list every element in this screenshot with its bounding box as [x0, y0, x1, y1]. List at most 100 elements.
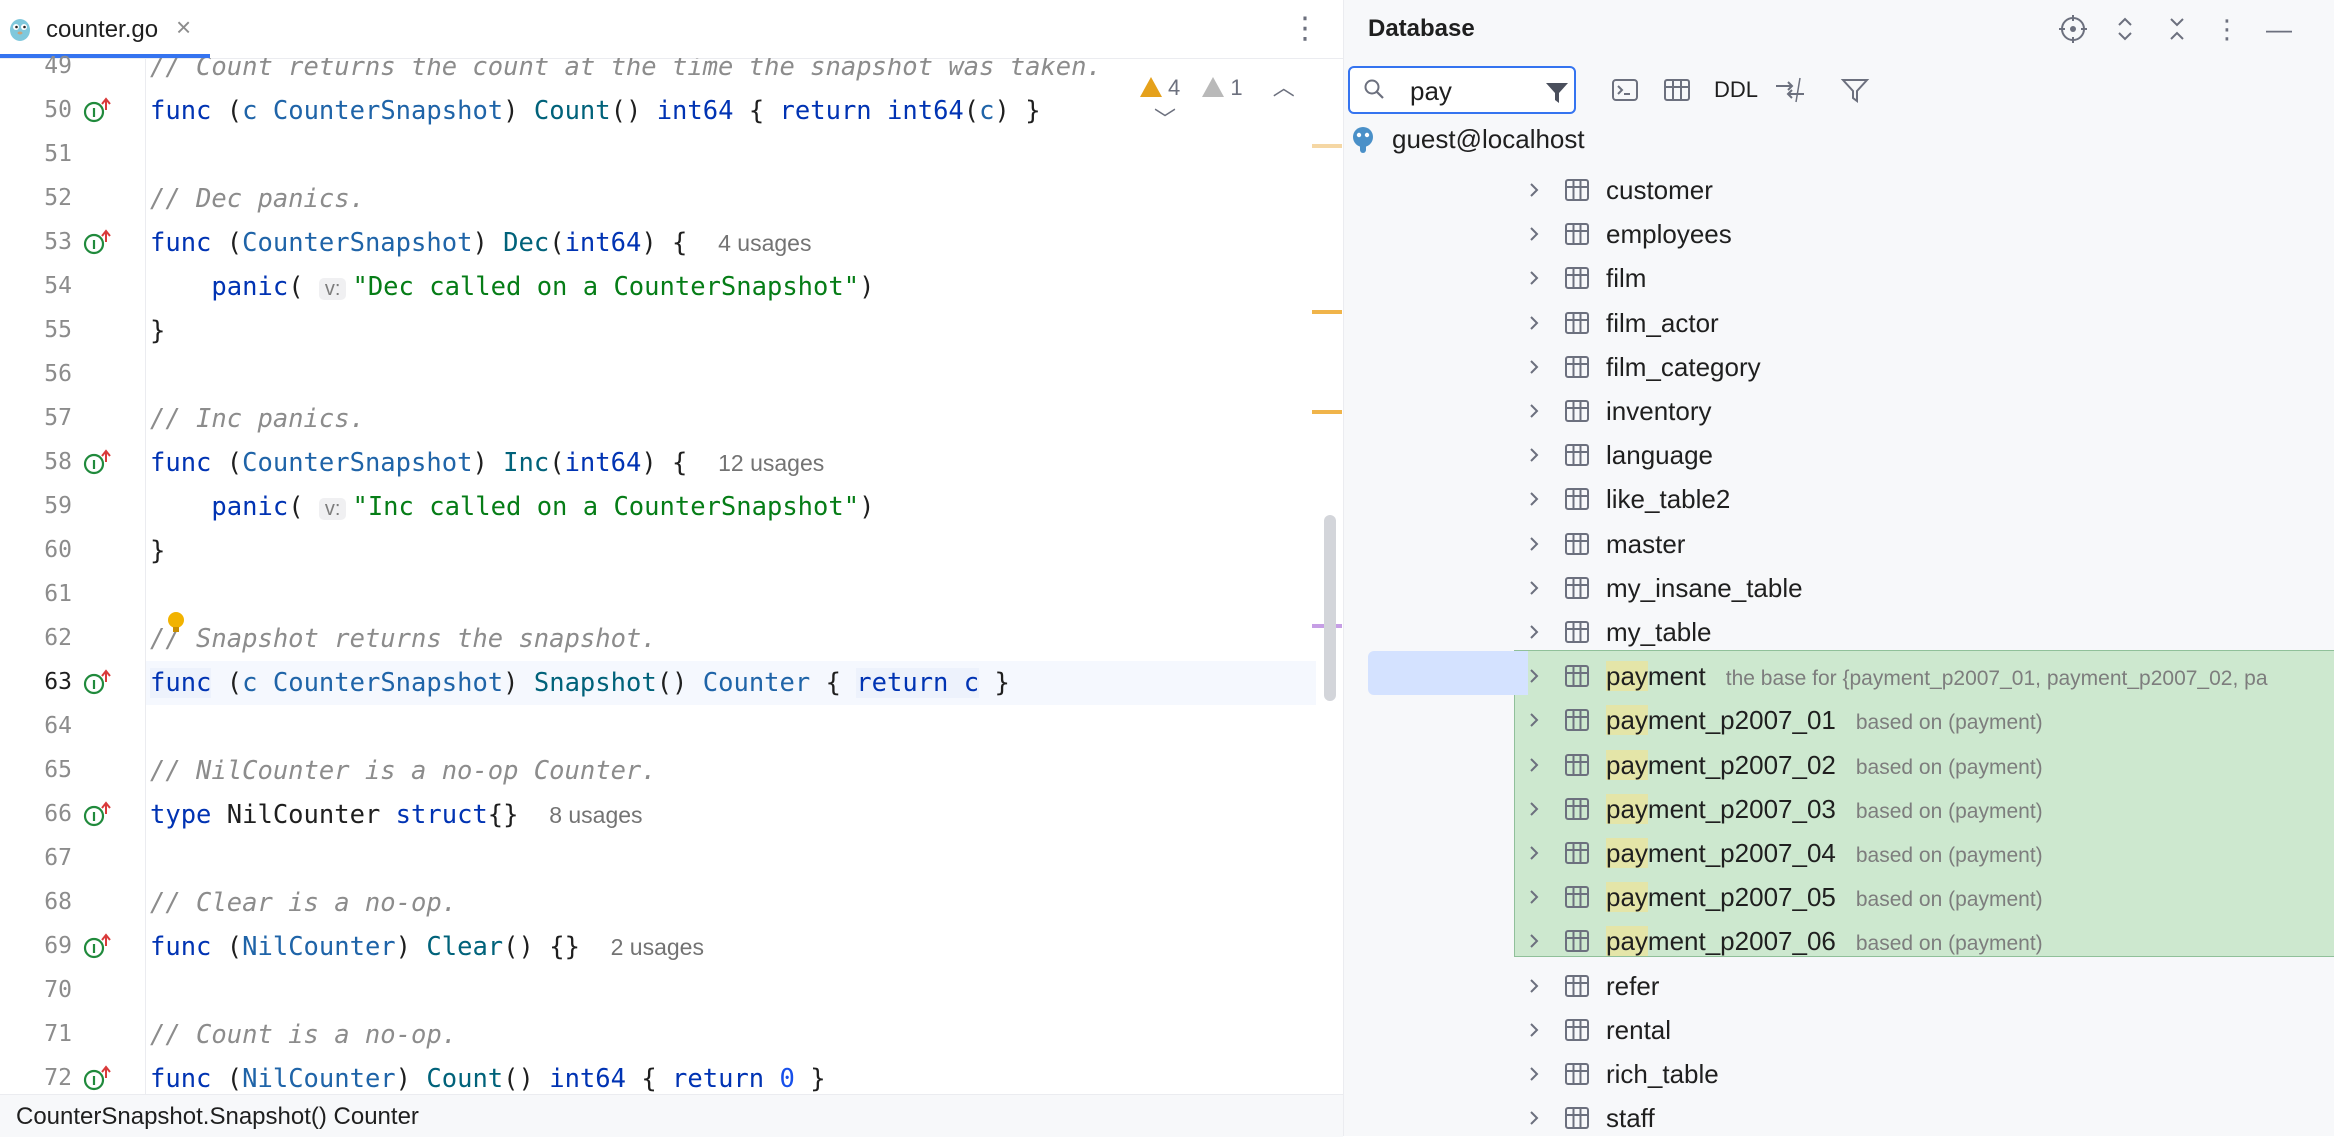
- code-line[interactable]: // Snapshot returns the snapshot.: [150, 617, 657, 661]
- line-number[interactable]: 53: [44, 229, 72, 255]
- tree-item-film[interactable]: film: [1344, 256, 2334, 300]
- line-number[interactable]: 72: [44, 1065, 72, 1091]
- tab-counter-go[interactable]: counter.go ×: [0, 0, 210, 58]
- tree-item-customer[interactable]: customer: [1344, 168, 2334, 212]
- line-number[interactable]: 68: [44, 889, 72, 915]
- chevron-right-icon[interactable]: [1524, 266, 1544, 290]
- line-number[interactable]: 55: [44, 317, 72, 343]
- filter-icon[interactable]: [1838, 74, 1872, 106]
- scroll-marker[interactable]: [1312, 310, 1342, 314]
- code-line[interactable]: panic( v:"Dec called on a CounterSnapsho…: [150, 265, 874, 309]
- usages-hint[interactable]: 4 usages: [718, 230, 812, 256]
- chevron-right-icon[interactable]: [1524, 1062, 1544, 1086]
- tree-item-rich-table[interactable]: rich_table: [1344, 1052, 2334, 1096]
- code-line[interactable]: // Dec panics.: [150, 177, 365, 221]
- code-line[interactable]: func (NilCounter) Clear() {} 2 usages: [150, 925, 704, 969]
- line-number[interactable]: 49: [44, 53, 72, 79]
- chevron-right-icon[interactable]: [1524, 311, 1544, 335]
- implements-interface-icon[interactable]: [82, 228, 114, 258]
- line-number[interactable]: 66: [44, 801, 72, 827]
- ddl-button[interactable]: DDL: [1713, 77, 1758, 102]
- table-data-icon[interactable]: [1660, 74, 1694, 106]
- minimize-icon[interactable]: —: [2266, 14, 2292, 44]
- chevron-right-icon[interactable]: [1524, 974, 1544, 998]
- close-tab-icon[interactable]: ×: [176, 12, 192, 42]
- scroll-marker[interactable]: [1312, 410, 1342, 414]
- code-line[interactable]: panic( v:"Inc called on a CounterSnapsho…: [150, 485, 874, 529]
- implements-interface-icon[interactable]: [82, 448, 114, 478]
- code-line[interactable]: // Count is a no-op.: [150, 1013, 457, 1057]
- locate-icon[interactable]: [2056, 12, 2090, 46]
- compare-icon[interactable]: [1772, 74, 1808, 106]
- chevron-right-icon[interactable]: [1524, 797, 1544, 821]
- chevron-right-icon[interactable]: [1524, 222, 1544, 246]
- line-number[interactable]: 57: [44, 405, 72, 431]
- search-input[interactable]: [1410, 76, 1530, 106]
- usages-hint[interactable]: 8 usages: [549, 802, 643, 828]
- intention-bulb-icon[interactable]: [166, 611, 186, 635]
- tree-item-inventory[interactable]: inventory: [1344, 389, 2334, 433]
- chevron-right-icon[interactable]: [1524, 532, 1544, 556]
- line-number[interactable]: 64: [44, 713, 72, 739]
- chevron-right-icon[interactable]: [1524, 929, 1544, 953]
- tree-item-film-category[interactable]: film_category: [1344, 345, 2334, 389]
- code-line[interactable]: func (CounterSnapshot) Dec(int64) { 4 us…: [150, 221, 811, 265]
- collapse-all-icon[interactable]: [2160, 12, 2194, 46]
- code-line[interactable]: func (NilCounter) Count() int64 { return…: [150, 1057, 826, 1094]
- code-area[interactable]: // Count returns the count at the time t…: [146, 58, 1316, 1094]
- line-number[interactable]: 60: [44, 537, 72, 563]
- chevron-right-icon[interactable]: [1524, 620, 1544, 644]
- usages-hint[interactable]: 2 usages: [610, 934, 704, 960]
- chevron-right-icon[interactable]: [1524, 753, 1544, 777]
- line-number[interactable]: 63: [44, 669, 72, 695]
- chevron-right-icon[interactable]: [1524, 399, 1544, 423]
- tree-item-rental[interactable]: rental: [1344, 1008, 2334, 1052]
- code-line[interactable]: // Count returns the count at the time t…: [150, 58, 1102, 89]
- more-options-icon[interactable]: ⋮: [2214, 14, 2240, 44]
- code-line[interactable]: }: [150, 529, 165, 573]
- chevron-right-icon[interactable]: [1524, 1018, 1544, 1042]
- jump-to-console-icon[interactable]: [1608, 74, 1642, 106]
- tree-item-staff[interactable]: staff: [1344, 1096, 2334, 1136]
- code-line[interactable]: type NilCounter struct{} 8 usages: [150, 793, 643, 837]
- code-line[interactable]: // Clear is a no-op.: [150, 881, 457, 925]
- line-number[interactable]: 70: [44, 977, 72, 1003]
- line-number[interactable]: 51: [44, 141, 72, 167]
- chevron-right-icon[interactable]: [1524, 355, 1544, 379]
- chevron-right-icon[interactable]: [1524, 576, 1544, 600]
- line-number[interactable]: 62: [44, 625, 72, 651]
- expand-all-icon[interactable]: [2108, 12, 2142, 46]
- implements-interface-icon[interactable]: [82, 1064, 114, 1094]
- tree-item-like-table2[interactable]: like_table2: [1344, 477, 2334, 521]
- line-number[interactable]: 59: [44, 493, 72, 519]
- chevron-right-icon[interactable]: [1524, 487, 1544, 511]
- chevron-right-icon[interactable]: [1524, 664, 1544, 688]
- line-number[interactable]: 58: [44, 449, 72, 475]
- line-number[interactable]: 61: [44, 581, 72, 607]
- line-number[interactable]: 56: [44, 361, 72, 387]
- scroll-marker[interactable]: [1312, 144, 1342, 148]
- tree-item-language[interactable]: language: [1344, 433, 2334, 477]
- chevron-right-icon[interactable]: [1524, 1106, 1544, 1130]
- code-line[interactable]: }: [150, 309, 165, 353]
- tree-item-master[interactable]: master: [1344, 522, 2334, 566]
- breadcrumb[interactable]: CounterSnapshot.Snapshot() Counter: [16, 1103, 419, 1130]
- chevron-right-icon[interactable]: [1524, 178, 1544, 202]
- line-number[interactable]: 50: [44, 97, 72, 123]
- chevron-right-icon[interactable]: [1524, 885, 1544, 909]
- tree-item-refer[interactable]: refer: [1344, 964, 2334, 1008]
- chevron-right-icon[interactable]: [1524, 443, 1544, 467]
- implements-interface-icon[interactable]: [82, 96, 114, 126]
- line-number[interactable]: 71: [44, 1021, 72, 1047]
- chevron-right-icon[interactable]: [1524, 841, 1544, 865]
- tree-item-employees[interactable]: employees: [1344, 212, 2334, 256]
- implements-interface-icon[interactable]: [82, 800, 114, 830]
